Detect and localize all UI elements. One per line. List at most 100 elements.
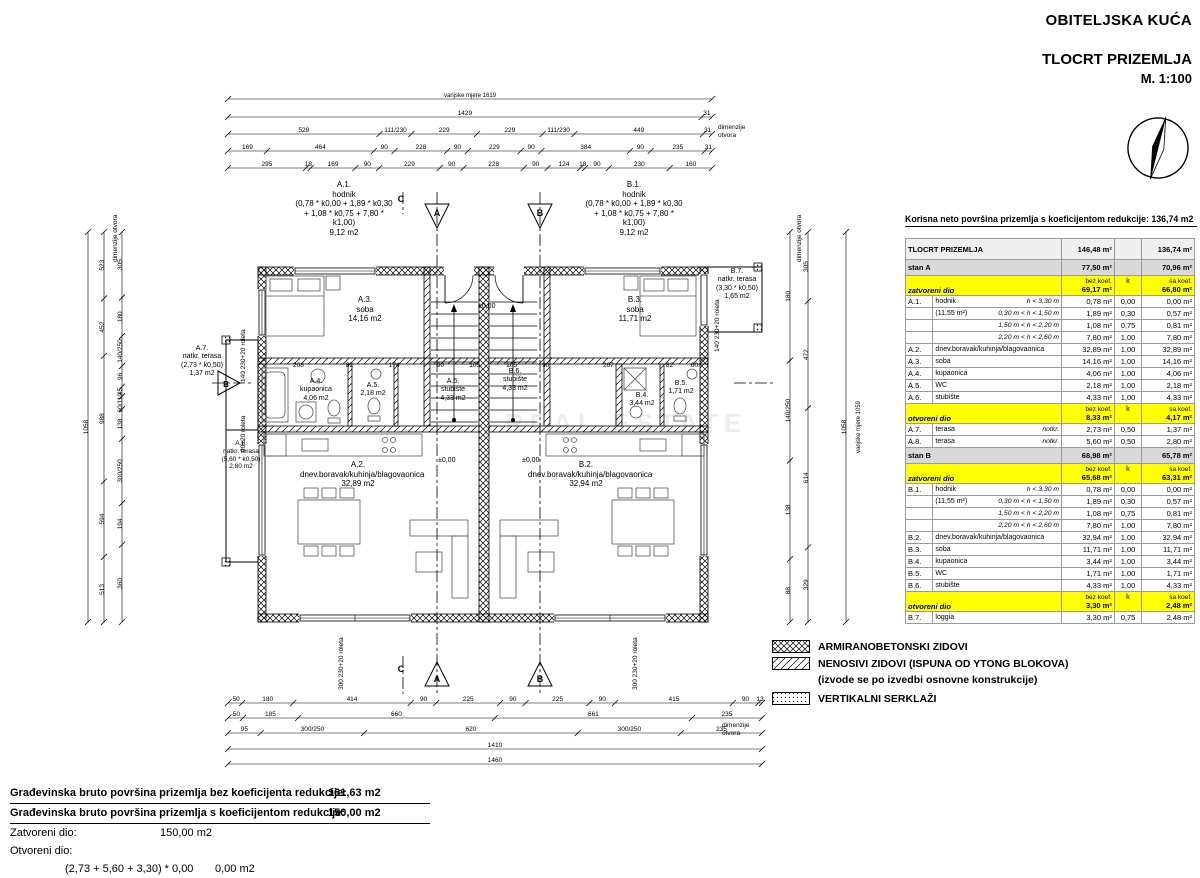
dim-label: 329 [803, 579, 810, 590]
dim-label: 138 [785, 504, 792, 515]
table-cell: 7,80 m² [1141, 519, 1195, 532]
table-cell: 0,00 m² [1141, 295, 1195, 308]
table-cell: 1,50 m < h < 2,20 m [932, 507, 1063, 520]
room-label-a4: A.4. kupaonica 4,06 m2 [288, 378, 344, 403]
dim-label: 235 [672, 144, 683, 151]
dim-label: 660 [391, 711, 402, 718]
table-cell: dnev.boravak/kuhinja/blagovaonica [932, 343, 1063, 356]
dim-label: 90 [593, 161, 601, 168]
summary-row: Zatvoreni dio: 150,00 m2 [10, 824, 430, 842]
summary-row: Otvoreni dio: [10, 842, 430, 860]
dim-label: 160 [685, 161, 696, 168]
dim-label: 90 [527, 144, 535, 151]
room-detail: (3,30 * k0,50) [715, 284, 759, 292]
room-name: dnev.boravak/kuhinja/blagovaonica [300, 469, 425, 479]
table-cell: A.5. [904, 379, 934, 392]
table-cell: stubište [932, 391, 1063, 404]
dim-label: 13 [757, 696, 765, 703]
dim-label: 31 [705, 144, 713, 151]
room-label-a3: A.3. soba 14,16 m2 [330, 295, 400, 324]
room-label-a5: A.5. 2,18 m2 [352, 382, 394, 399]
table-cell: 0,75 [1113, 507, 1143, 520]
dim-label: 111/230 [384, 127, 407, 134]
table-cell: dnev.boravak/kuhinja/blagovaonica [932, 531, 1063, 544]
dots-swatch-icon [772, 692, 810, 705]
table-cell: 3,44 m² [1061, 555, 1115, 568]
table-cell: 0,57 m² [1141, 495, 1195, 508]
table-cell: 2,18 m² [1061, 379, 1115, 392]
elevation-mark: ±0,00 [438, 457, 456, 464]
table-cell: 32,94 m² [1061, 531, 1115, 544]
table-cell: 0,30 [1113, 307, 1143, 320]
table-cell: 4,33 m² [1061, 579, 1115, 592]
dim-label: 174 [389, 362, 400, 369]
table-cell: 4,06 m² [1141, 367, 1195, 380]
dim-label: 235 [716, 726, 727, 733]
furniture-group [261, 275, 705, 599]
table-cell: 1,37 m² [1141, 423, 1195, 436]
dim-label: 90 [742, 696, 750, 703]
dim-label: 105 [469, 362, 480, 369]
table-cell: k [1113, 591, 1143, 612]
dim-label: 60 [691, 362, 699, 369]
table-cell: loggia [932, 611, 1063, 624]
table-cell [904, 495, 934, 508]
dim-label: 90 [542, 362, 550, 369]
dim-label: 140/250 [785, 398, 792, 422]
legend-item: ARMIRANOBETONSKI ZIDOVI [772, 640, 1200, 653]
room-area: 32,94 m2 [569, 479, 603, 489]
room-name: soba [626, 304, 644, 314]
dim-label: 229 [504, 127, 515, 134]
table-cell: 1,89 m² [1061, 307, 1115, 320]
room-area: 2,18 m2 [360, 390, 386, 398]
dim-label: 124 [559, 161, 570, 168]
drawing-scale: M. 1:100 [1140, 71, 1192, 86]
table-cell: 0,00 [1113, 483, 1143, 496]
section-marker-c-top: C [398, 194, 405, 204]
summary-row: Građevinska bruto površina prizemlja s k… [10, 804, 430, 824]
room-name: stubište [440, 386, 466, 394]
dim-label: 88 [785, 587, 792, 595]
room-id: A.7. [195, 345, 209, 352]
table-cell: 0,78 m² [1061, 295, 1115, 308]
room-area: 2,80 m2 [229, 463, 253, 471]
dim-label: 230 [634, 161, 645, 168]
dim-label: 295 [262, 161, 273, 168]
table-cell: bez koef.3,30 m² [1061, 591, 1115, 612]
elevation-mark: ±0,00 [522, 457, 540, 464]
dim-label: 90 [420, 696, 428, 703]
table-cell: 1,00 [1113, 367, 1143, 380]
dim-note-right: dimenzije otvora [796, 214, 803, 262]
room-label-a1: A.1. hodnik (0,78 * k0,00 + 1,89 * k0,30… [292, 180, 396, 238]
summary-value: 0,00 m2 [215, 863, 255, 875]
table-cell: 0,00 m² [1141, 483, 1195, 496]
roleta-note: 140 230+20 roleta [714, 299, 721, 352]
room-id: B.1. [626, 180, 642, 189]
drawing-title: TLOCRT PRIZEMLJA [1042, 51, 1192, 68]
table-cell: 1,00 [1113, 391, 1143, 404]
table-cell: 7,80 m² [1141, 331, 1195, 344]
table-cell: 5,60 m² [1061, 435, 1115, 448]
table-cell: otvoreni dio [904, 591, 1063, 612]
floor-plan-svg: A B A B C C B vanjske mjere 161914293152… [83, 93, 862, 768]
table-cell: 1,00 [1113, 355, 1143, 368]
table-cell: kupaonica [932, 555, 1063, 568]
room-label-b7: B.7. natkr. terasa (3,30 * k0,50) 1,65 m… [710, 268, 764, 302]
room-id: B.7. [730, 268, 744, 275]
table-cell: 70,96 m² [1141, 259, 1195, 276]
dim-label: 594 [99, 513, 106, 524]
dim-label: 90 [454, 144, 462, 151]
room-label-b2: B.2. dnev.boravak/kuhinja/blagovaonica 3… [528, 460, 652, 489]
table-cell: B.5. [904, 567, 934, 580]
